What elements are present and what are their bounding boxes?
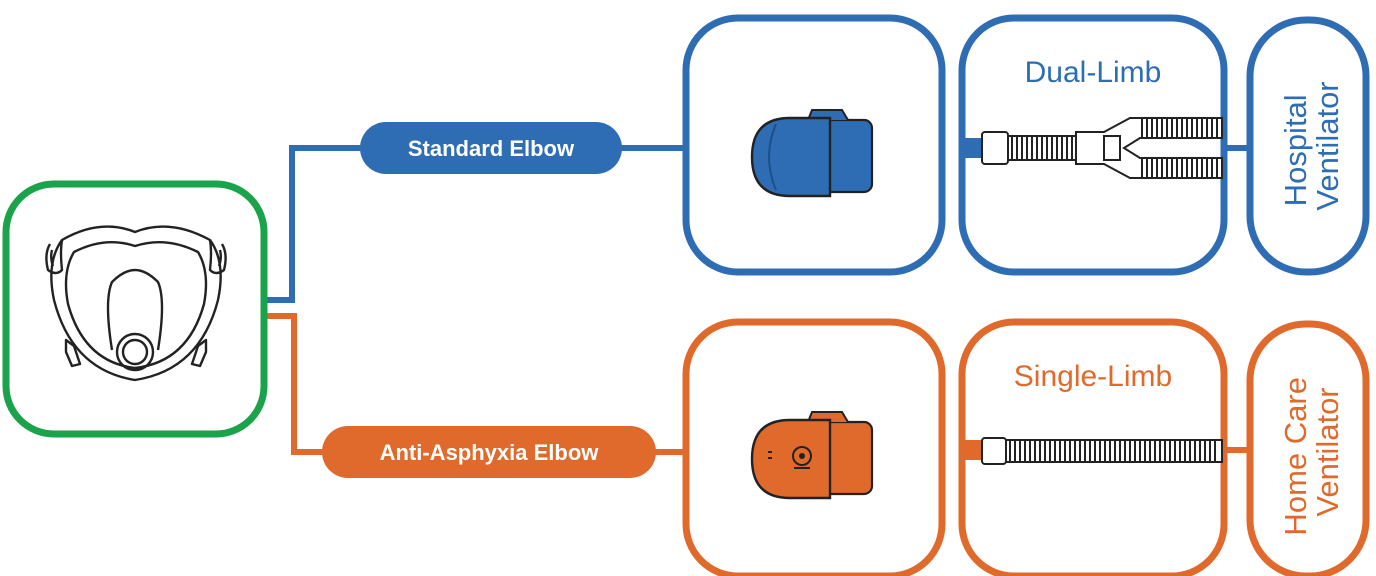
hospital-ventilator-line1: Hospital <box>1278 94 1313 206</box>
home-care-ventilator-line1: Home Care <box>1278 377 1313 536</box>
anti-asphyxia-elbow-box <box>682 318 946 576</box>
dual-limb-tubing-icon <box>964 117 1223 179</box>
standard-elbow-box <box>682 14 946 276</box>
svg-text:Hospital Ventilator: Hospital Ventilator <box>1278 81 1345 210</box>
standard-elbow-icon <box>750 109 874 198</box>
standard-elbow-label-pill: Standard Elbow <box>360 122 622 174</box>
single-limb-label: Single-Limb <box>1014 360 1172 393</box>
hospital-ventilator-box: Hospital Ventilator <box>1246 16 1370 276</box>
svg-text:Home Care Ventilator: Home Care Ventilator <box>1278 368 1345 535</box>
dual-limb-label: Dual-Limb <box>1025 56 1162 89</box>
anti-asphyxia-elbow-icon <box>750 411 874 500</box>
standard-elbow-label: Standard Elbow <box>408 136 575 161</box>
full-face-mask-icon <box>45 225 227 382</box>
mask-box <box>2 180 268 438</box>
home-care-ventilator-line2: Ventilator <box>1310 387 1345 516</box>
dual-limb-box: Dual-Limb <box>958 14 1228 276</box>
home-care-ventilator-box: Home Care Ventilator <box>1246 320 1370 576</box>
single-limb-tubing-icon <box>964 437 1223 465</box>
hospital-ventilator-line2: Ventilator <box>1310 81 1345 210</box>
anti-asphyxia-elbow-label: Anti-Asphyxia Elbow <box>380 440 600 465</box>
anti-asphyxia-elbow-label-pill: Anti-Asphyxia Elbow <box>322 426 656 478</box>
single-limb-box: Single-Limb <box>958 318 1228 576</box>
